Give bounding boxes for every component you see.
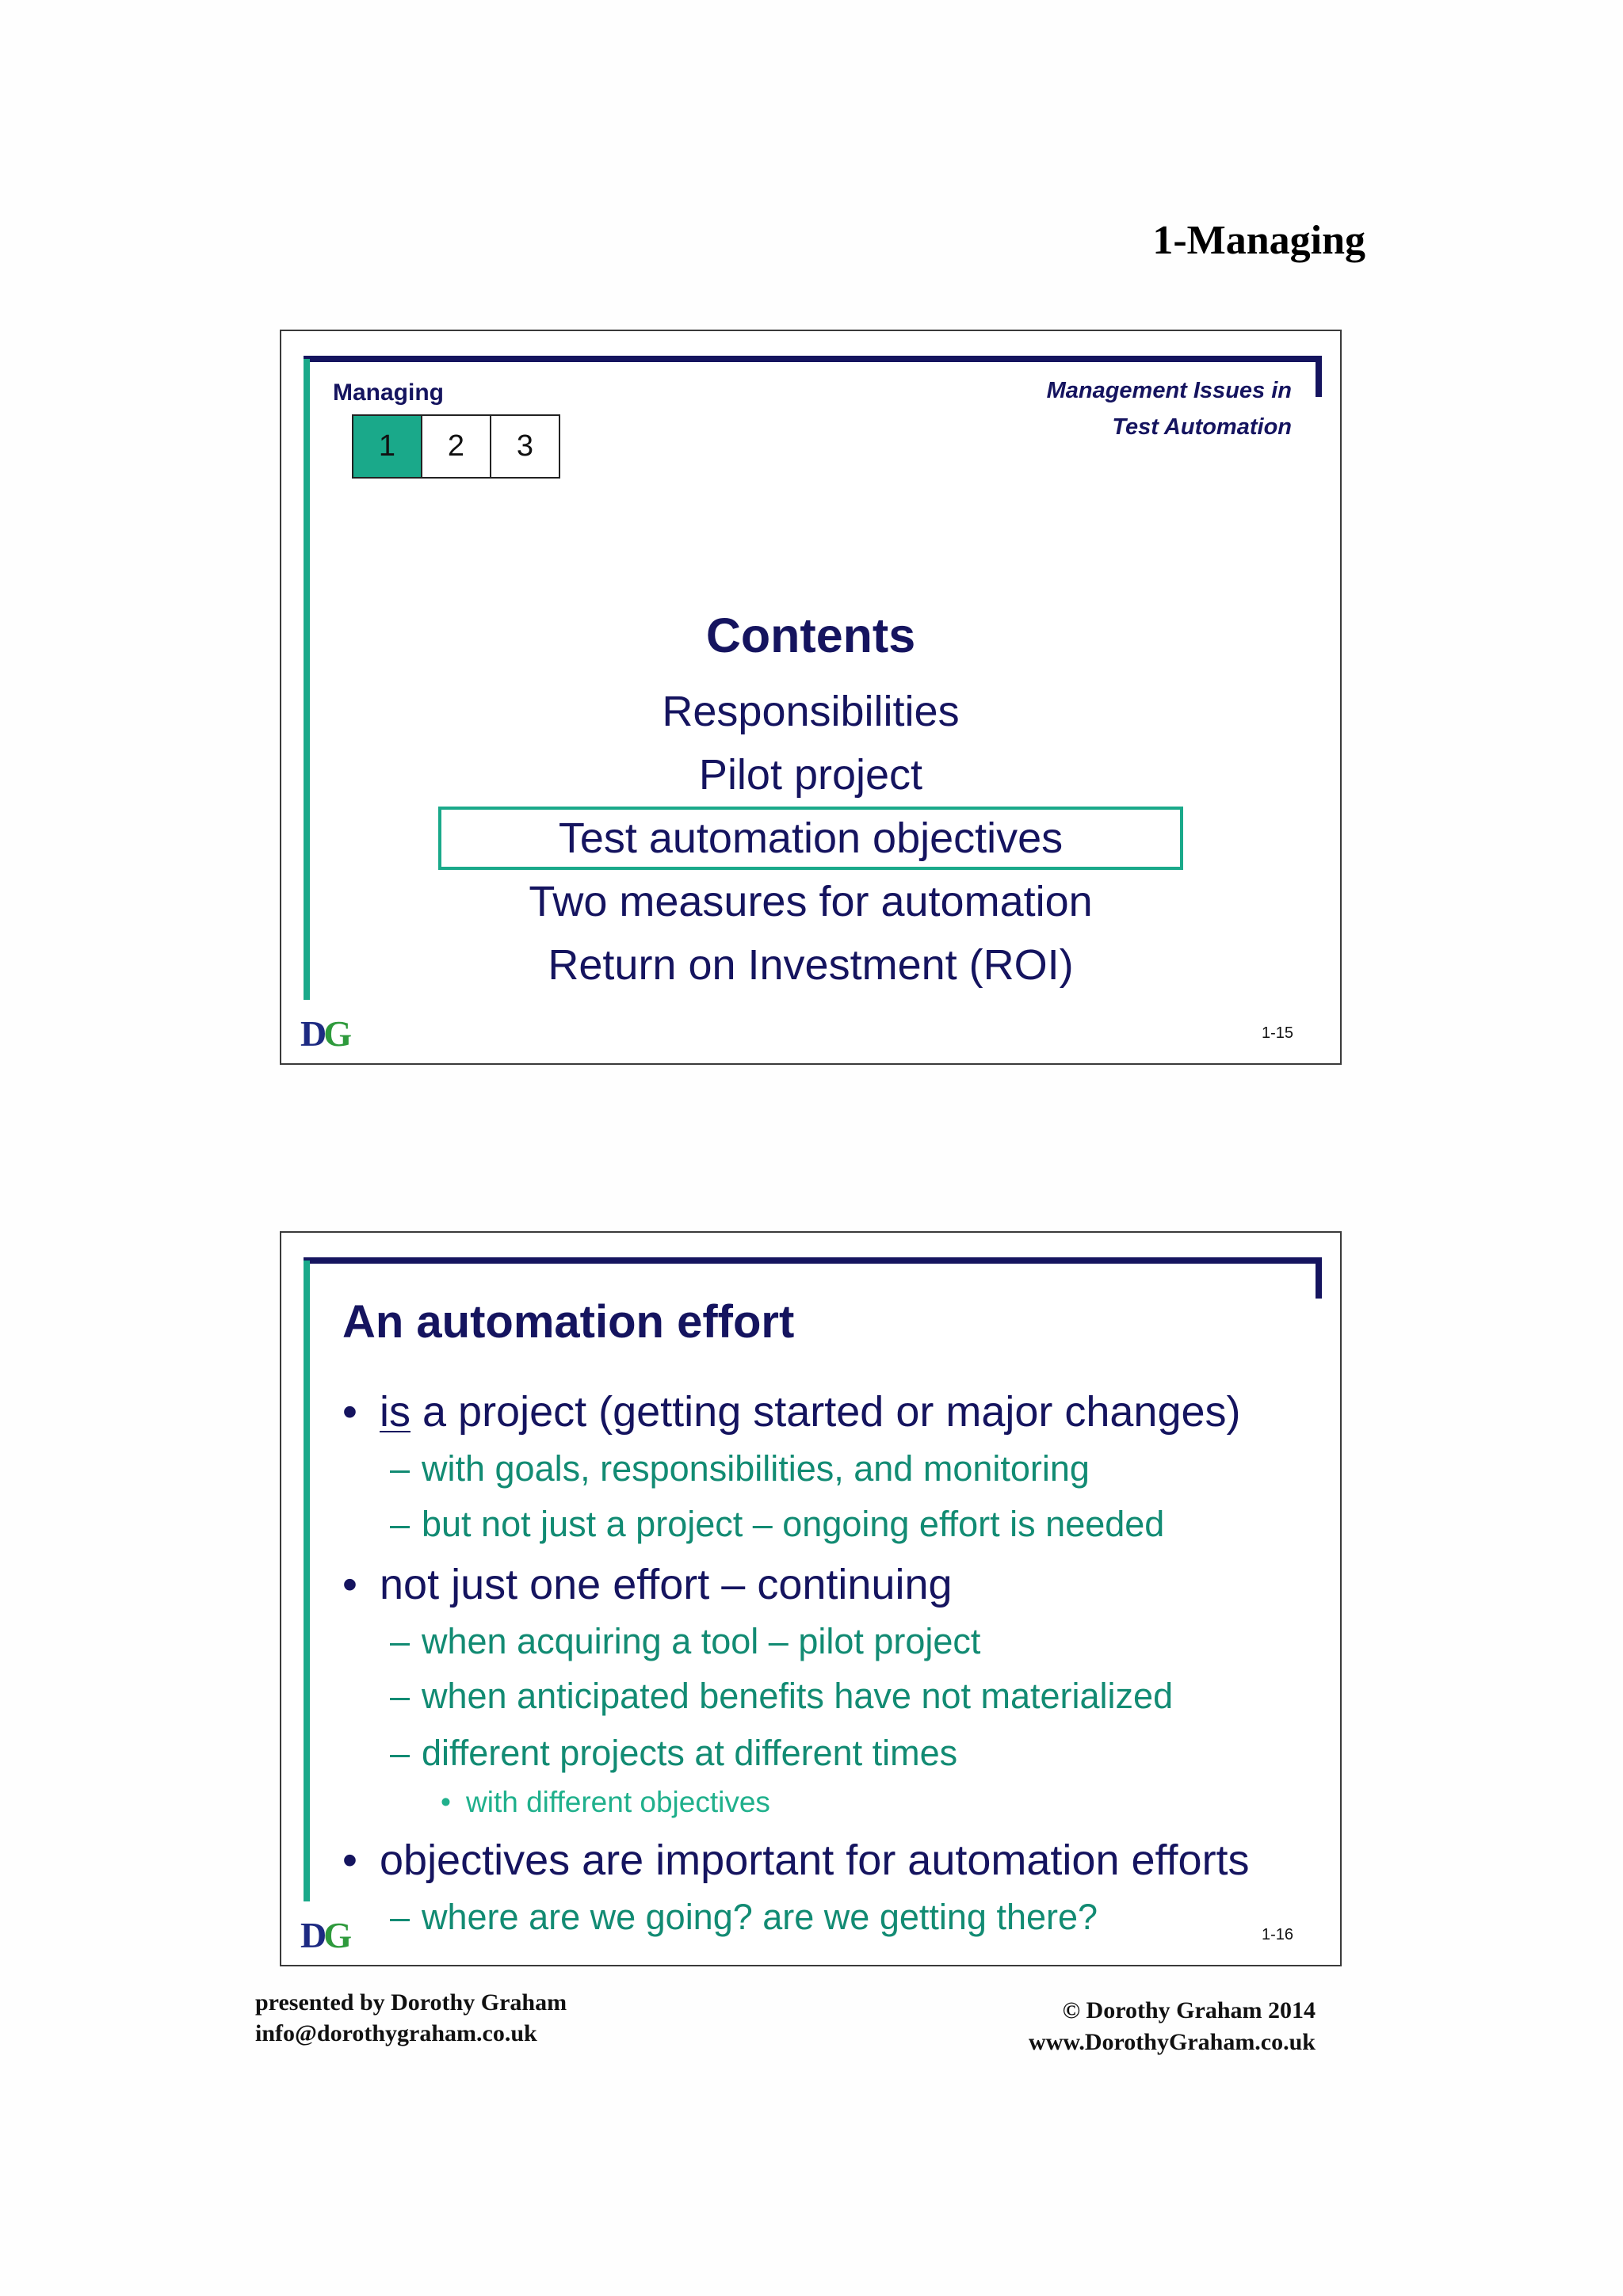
dash-marker: – [390, 1621, 411, 1661]
dash-marker: – [390, 1733, 411, 1773]
bullet-level-1: • is a project (getting started or major… [342, 1387, 1241, 1436]
page-header-title: 1-Managing [1152, 218, 1365, 263]
section-label: Managing [333, 379, 444, 406]
bullet-text: where are we going? are we getting there… [422, 1897, 1098, 1937]
bullet-text: objectives are important for automation … [380, 1836, 1250, 1884]
dash-marker: – [390, 1448, 411, 1489]
bullet-marker: • [342, 1561, 357, 1608]
slide-top-bar [304, 356, 1322, 362]
footer-email: info@dorothygraham.co.uk [255, 2020, 537, 2046]
section-nav-box-3: 3 [490, 414, 560, 479]
slide-number: 1-16 [1261, 1926, 1293, 1943]
logo-letter-g: G [323, 1915, 352, 1955]
bullet-level-2: – where are we going? are we getting the… [390, 1897, 1098, 1938]
logo-letter-d: D [300, 1915, 327, 1955]
bullet-level-1: • objectives are important for automatio… [342, 1836, 1250, 1885]
bullet-text: when acquiring a tool – pilot project [422, 1621, 981, 1661]
bullet-marker: • [342, 1388, 357, 1436]
contents-list: Responsibilities Pilot project Test auto… [281, 680, 1340, 997]
slide-left-bar [304, 359, 310, 1000]
contents-item: Two measures for automation [529, 878, 1093, 925]
footer-copyright: © Dorothy Graham 2014 [1062, 1997, 1316, 2023]
slide-title: An automation effort [342, 1296, 795, 1348]
contents-item: Pilot project [698, 751, 923, 799]
bullet-level-3: • with different objectives [441, 1785, 770, 1820]
contents-heading: Contents [705, 608, 916, 662]
slide-right-bar [1316, 356, 1322, 397]
bullet-text: but not just a project – ongoing effort … [422, 1504, 1165, 1544]
bullet-text: different projects at different times [422, 1733, 958, 1773]
bullet-level-2: – but not just a project – ongoing effor… [390, 1504, 1164, 1545]
bullet-text: with different objectives [466, 1786, 770, 1818]
dash-marker: – [390, 1676, 411, 1716]
contents-item-highlighted: Test automation objectives [438, 807, 1183, 870]
dg-logo: DG [300, 1915, 352, 1955]
section-nav-box-2: 2 [421, 414, 491, 479]
logo-letter-g: G [323, 1013, 352, 1054]
footer-presenter: presented by Dorothy Graham [255, 1989, 567, 2016]
bullet-level-2: – different projects at different times [390, 1733, 957, 1774]
slide-contents: Managing 1 2 3 Management Issues in Test… [280, 330, 1342, 1065]
course-title-line-2: Test Automation [1112, 414, 1292, 440]
dash-marker: – [390, 1504, 411, 1544]
footer-presenter-block: presented by Dorothy Graham info@dorothy… [255, 1987, 567, 2049]
slide-number: 1-15 [1261, 1024, 1293, 1042]
slide-top-bar [304, 1257, 1322, 1264]
slide-left-bar [304, 1261, 310, 1901]
course-title: Management Issues in Test Automation [1047, 372, 1292, 445]
section-nav-box-1: 1 [352, 414, 422, 479]
contents-item: Return on Investment (ROI) [548, 941, 1074, 989]
bullet-text: is a project (getting started or major c… [380, 1387, 1241, 1436]
bullet-marker: • [441, 1786, 451, 1818]
section-nav: 1 2 3 [352, 414, 560, 479]
slide-automation-effort: An automation effort • is a project (get… [280, 1231, 1342, 1966]
course-title-line-1: Management Issues in [1046, 378, 1292, 403]
slide-right-bar [1316, 1257, 1322, 1299]
bullet-text: with goals, responsibilities, and monito… [422, 1448, 1090, 1489]
bullet-text: when anticipated benefits have not mater… [422, 1676, 1174, 1716]
bullet-level-1: • not just one effort – continuing [342, 1560, 953, 1609]
bullet-text-rest: a project (getting started or major chan… [411, 1388, 1241, 1436]
footer-copyright-block: © Dorothy Graham 2014 www.DorothyGraham.… [1029, 1995, 1316, 2058]
bullet-level-2: – when anticipated benefits have not mat… [390, 1676, 1173, 1717]
bullet-text: not just one effort – continuing [380, 1561, 953, 1608]
contents-item: Responsibilities [662, 688, 960, 735]
dash-marker: – [390, 1897, 411, 1937]
bullet-level-2: – when acquiring a tool – pilot project [390, 1621, 980, 1662]
bullet-level-2: – with goals, responsibilities, and moni… [390, 1448, 1090, 1489]
logo-letter-d: D [300, 1013, 327, 1054]
underlined-word: is [380, 1388, 411, 1436]
dg-logo: DG [300, 1013, 352, 1054]
footer-website: www.DorothyGraham.co.uk [1029, 2029, 1316, 2055]
bullet-marker: • [342, 1836, 357, 1884]
